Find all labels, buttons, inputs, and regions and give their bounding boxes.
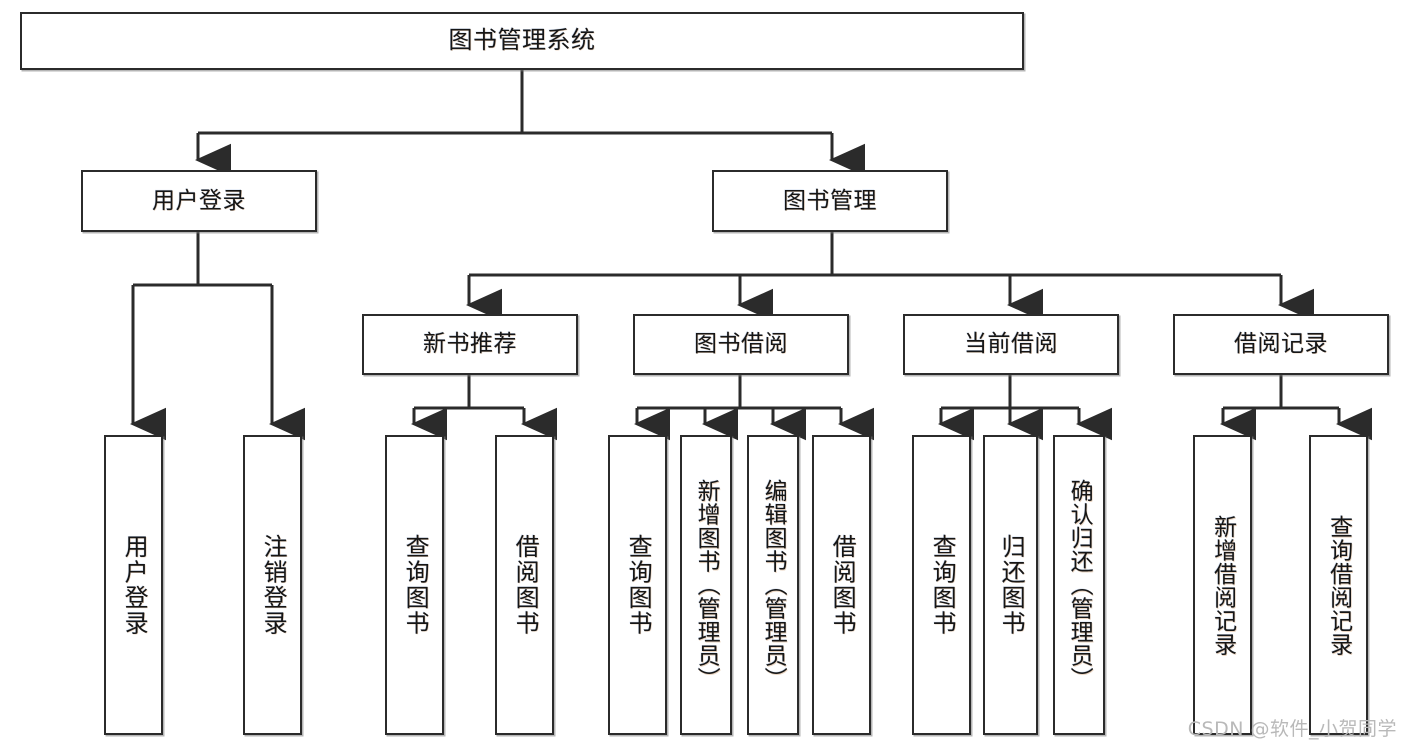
node-label: 查询图书 bbox=[401, 534, 430, 636]
leaf-query-book-current[interactable]: 查询图书 bbox=[912, 435, 971, 735]
leaf-edit-book-admin[interactable]: 编辑图书（管理员） bbox=[747, 435, 799, 735]
node-label: 图书借阅 bbox=[694, 331, 788, 358]
node-label: 查询图书 bbox=[624, 534, 653, 636]
node-user-login[interactable]: 用户登录 bbox=[81, 170, 317, 232]
node-label: 新书推荐 bbox=[423, 331, 517, 358]
node-label: 图书管理 bbox=[783, 187, 877, 214]
leaf-return-book[interactable]: 归还图书 bbox=[983, 435, 1038, 735]
node-label: 用户登录 bbox=[120, 534, 149, 636]
leaf-confirm-return-admin[interactable]: 确认归还（管理员） bbox=[1053, 435, 1105, 735]
node-borrow-record[interactable]: 借阅记录 bbox=[1173, 314, 1389, 375]
node-book-management[interactable]: 图书管理 bbox=[712, 170, 948, 232]
leaf-query-book-recommend[interactable]: 查询图书 bbox=[385, 435, 444, 735]
node-label: 借阅记录 bbox=[1234, 331, 1328, 358]
node-label: 归还图书 bbox=[997, 534, 1026, 636]
leaf-borrow-book-recommend[interactable]: 借阅图书 bbox=[495, 435, 554, 735]
node-label: 借阅图书 bbox=[511, 534, 540, 636]
node-label: 借阅图书 bbox=[828, 534, 857, 636]
node-label: 当前借阅 bbox=[964, 331, 1058, 358]
node-label: 图书管理系统 bbox=[448, 26, 596, 55]
leaf-borrow-book[interactable]: 借阅图书 bbox=[812, 435, 871, 735]
node-label: 编辑图书（管理员） bbox=[760, 479, 787, 691]
node-label: 注销登录 bbox=[259, 534, 288, 636]
node-label: 用户登录 bbox=[152, 187, 246, 214]
leaf-add-book-admin[interactable]: 新增图书（管理员） bbox=[680, 435, 732, 735]
node-book-borrow[interactable]: 图书借阅 bbox=[633, 314, 849, 375]
leaf-user-login[interactable]: 用户登录 bbox=[104, 435, 163, 735]
leaf-query-book-borrow[interactable]: 查询图书 bbox=[608, 435, 667, 735]
node-label: 新增图书（管理员） bbox=[693, 479, 720, 691]
node-current-borrow[interactable]: 当前借阅 bbox=[903, 314, 1119, 375]
node-label: 新增借阅记录 bbox=[1209, 514, 1236, 656]
node-new-book-recommend[interactable]: 新书推荐 bbox=[362, 314, 578, 375]
leaf-query-borrow-record[interactable]: 查询借阅记录 bbox=[1309, 435, 1368, 735]
node-label: 查询借阅记录 bbox=[1325, 514, 1352, 656]
leaf-logout[interactable]: 注销登录 bbox=[243, 435, 302, 735]
node-label: 查询图书 bbox=[928, 534, 957, 636]
node-book-management-system[interactable]: 图书管理系统 bbox=[20, 12, 1024, 70]
leaf-add-borrow-record[interactable]: 新增借阅记录 bbox=[1193, 435, 1252, 735]
node-label: 确认归还（管理员） bbox=[1066, 479, 1093, 691]
